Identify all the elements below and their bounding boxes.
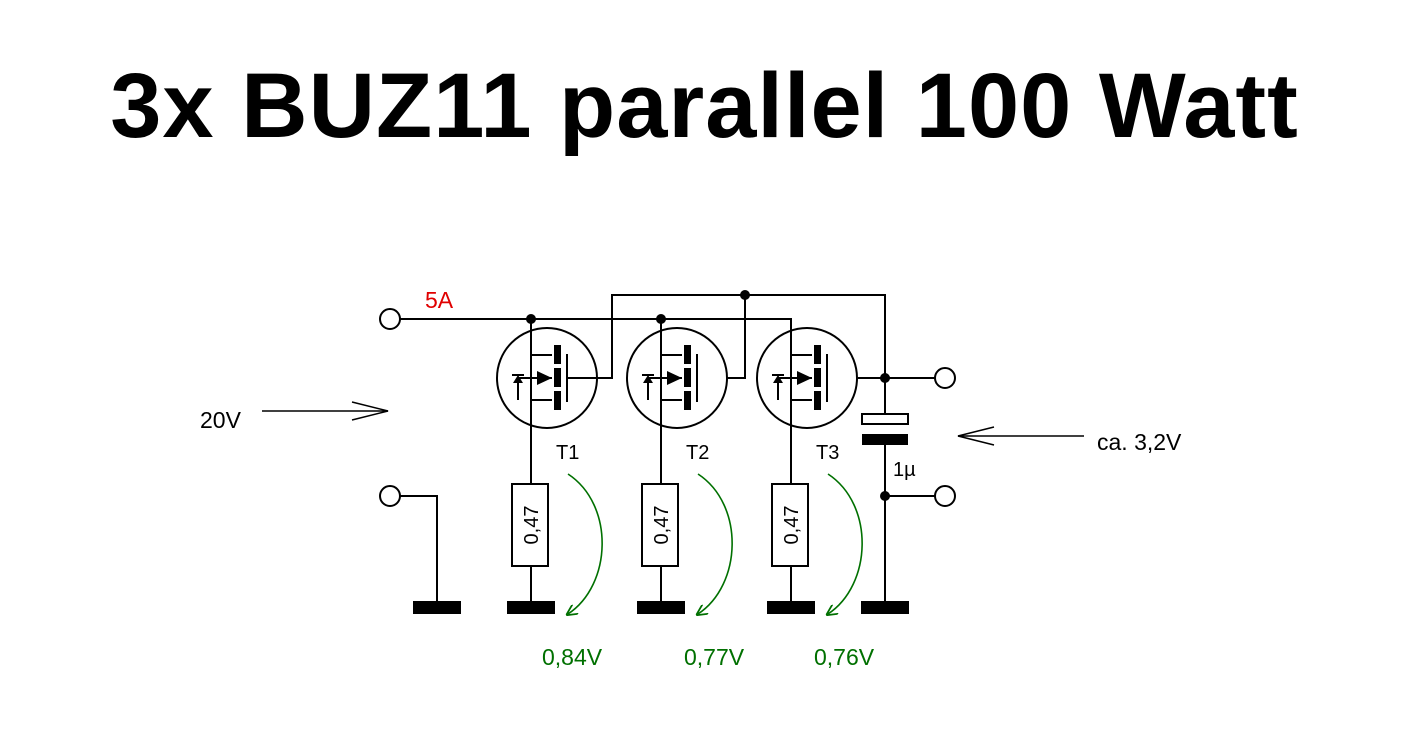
ground-bar <box>861 601 909 614</box>
ground-bar <box>507 601 555 614</box>
transistor-stage-t1 <box>496 319 598 602</box>
resistor-value-r2: 0,47 <box>651 506 673 545</box>
voltage-drop-arrow-t3 <box>828 473 863 614</box>
mosfet-t2 <box>626 327 728 429</box>
junction-dot <box>880 491 890 501</box>
voltage-drop-arrow-t1 <box>568 473 603 614</box>
transistor-label-t1: T1 <box>556 442 579 464</box>
gate-wire-t2 <box>726 295 746 379</box>
capacitor-plate-bottom <box>862 434 908 445</box>
transistor-stage-t3 <box>756 319 858 602</box>
resistor-r3 <box>771 483 809 567</box>
mosfet-t3 <box>756 327 858 429</box>
input-terminal-positive <box>379 308 401 330</box>
input-terminal-negative <box>379 485 401 507</box>
voltage-drop-t3: 0,76V <box>814 644 875 670</box>
ground-bar <box>767 601 815 614</box>
transistor-stage-t2 <box>626 319 728 602</box>
negative-wire <box>400 495 438 602</box>
ground-bar <box>637 601 685 614</box>
junction-dot <box>740 290 750 300</box>
capacitor-label: 1µ <box>893 459 916 481</box>
voltage-drop-arrow-t2 <box>698 473 733 614</box>
ground-bar <box>413 601 461 614</box>
resistor-r1 <box>511 483 549 567</box>
diagram-title: 3x BUZ11 parallel 100 Watt <box>110 55 1299 157</box>
gate-terminal <box>934 367 956 389</box>
resistor-value-r1: 0,47 <box>521 506 543 545</box>
junction-dot <box>880 373 890 383</box>
gate-reference-terminal <box>934 485 956 507</box>
transistor-label-t3: T3 <box>816 442 839 464</box>
gate-voltage-label: ca. 3,2V <box>1097 429 1182 455</box>
gate-bus <box>598 294 886 379</box>
capacitor-plate-top <box>861 413 909 425</box>
voltage-drop-t2: 0,77V <box>684 644 745 670</box>
input-voltage-label: 20V <box>200 407 242 433</box>
current-label: 5A <box>425 287 454 313</box>
voltage-drop-t1: 0,84V <box>542 644 603 670</box>
resistor-value-r3: 0,47 <box>781 506 803 545</box>
transistor-label-t2: T2 <box>686 442 709 464</box>
